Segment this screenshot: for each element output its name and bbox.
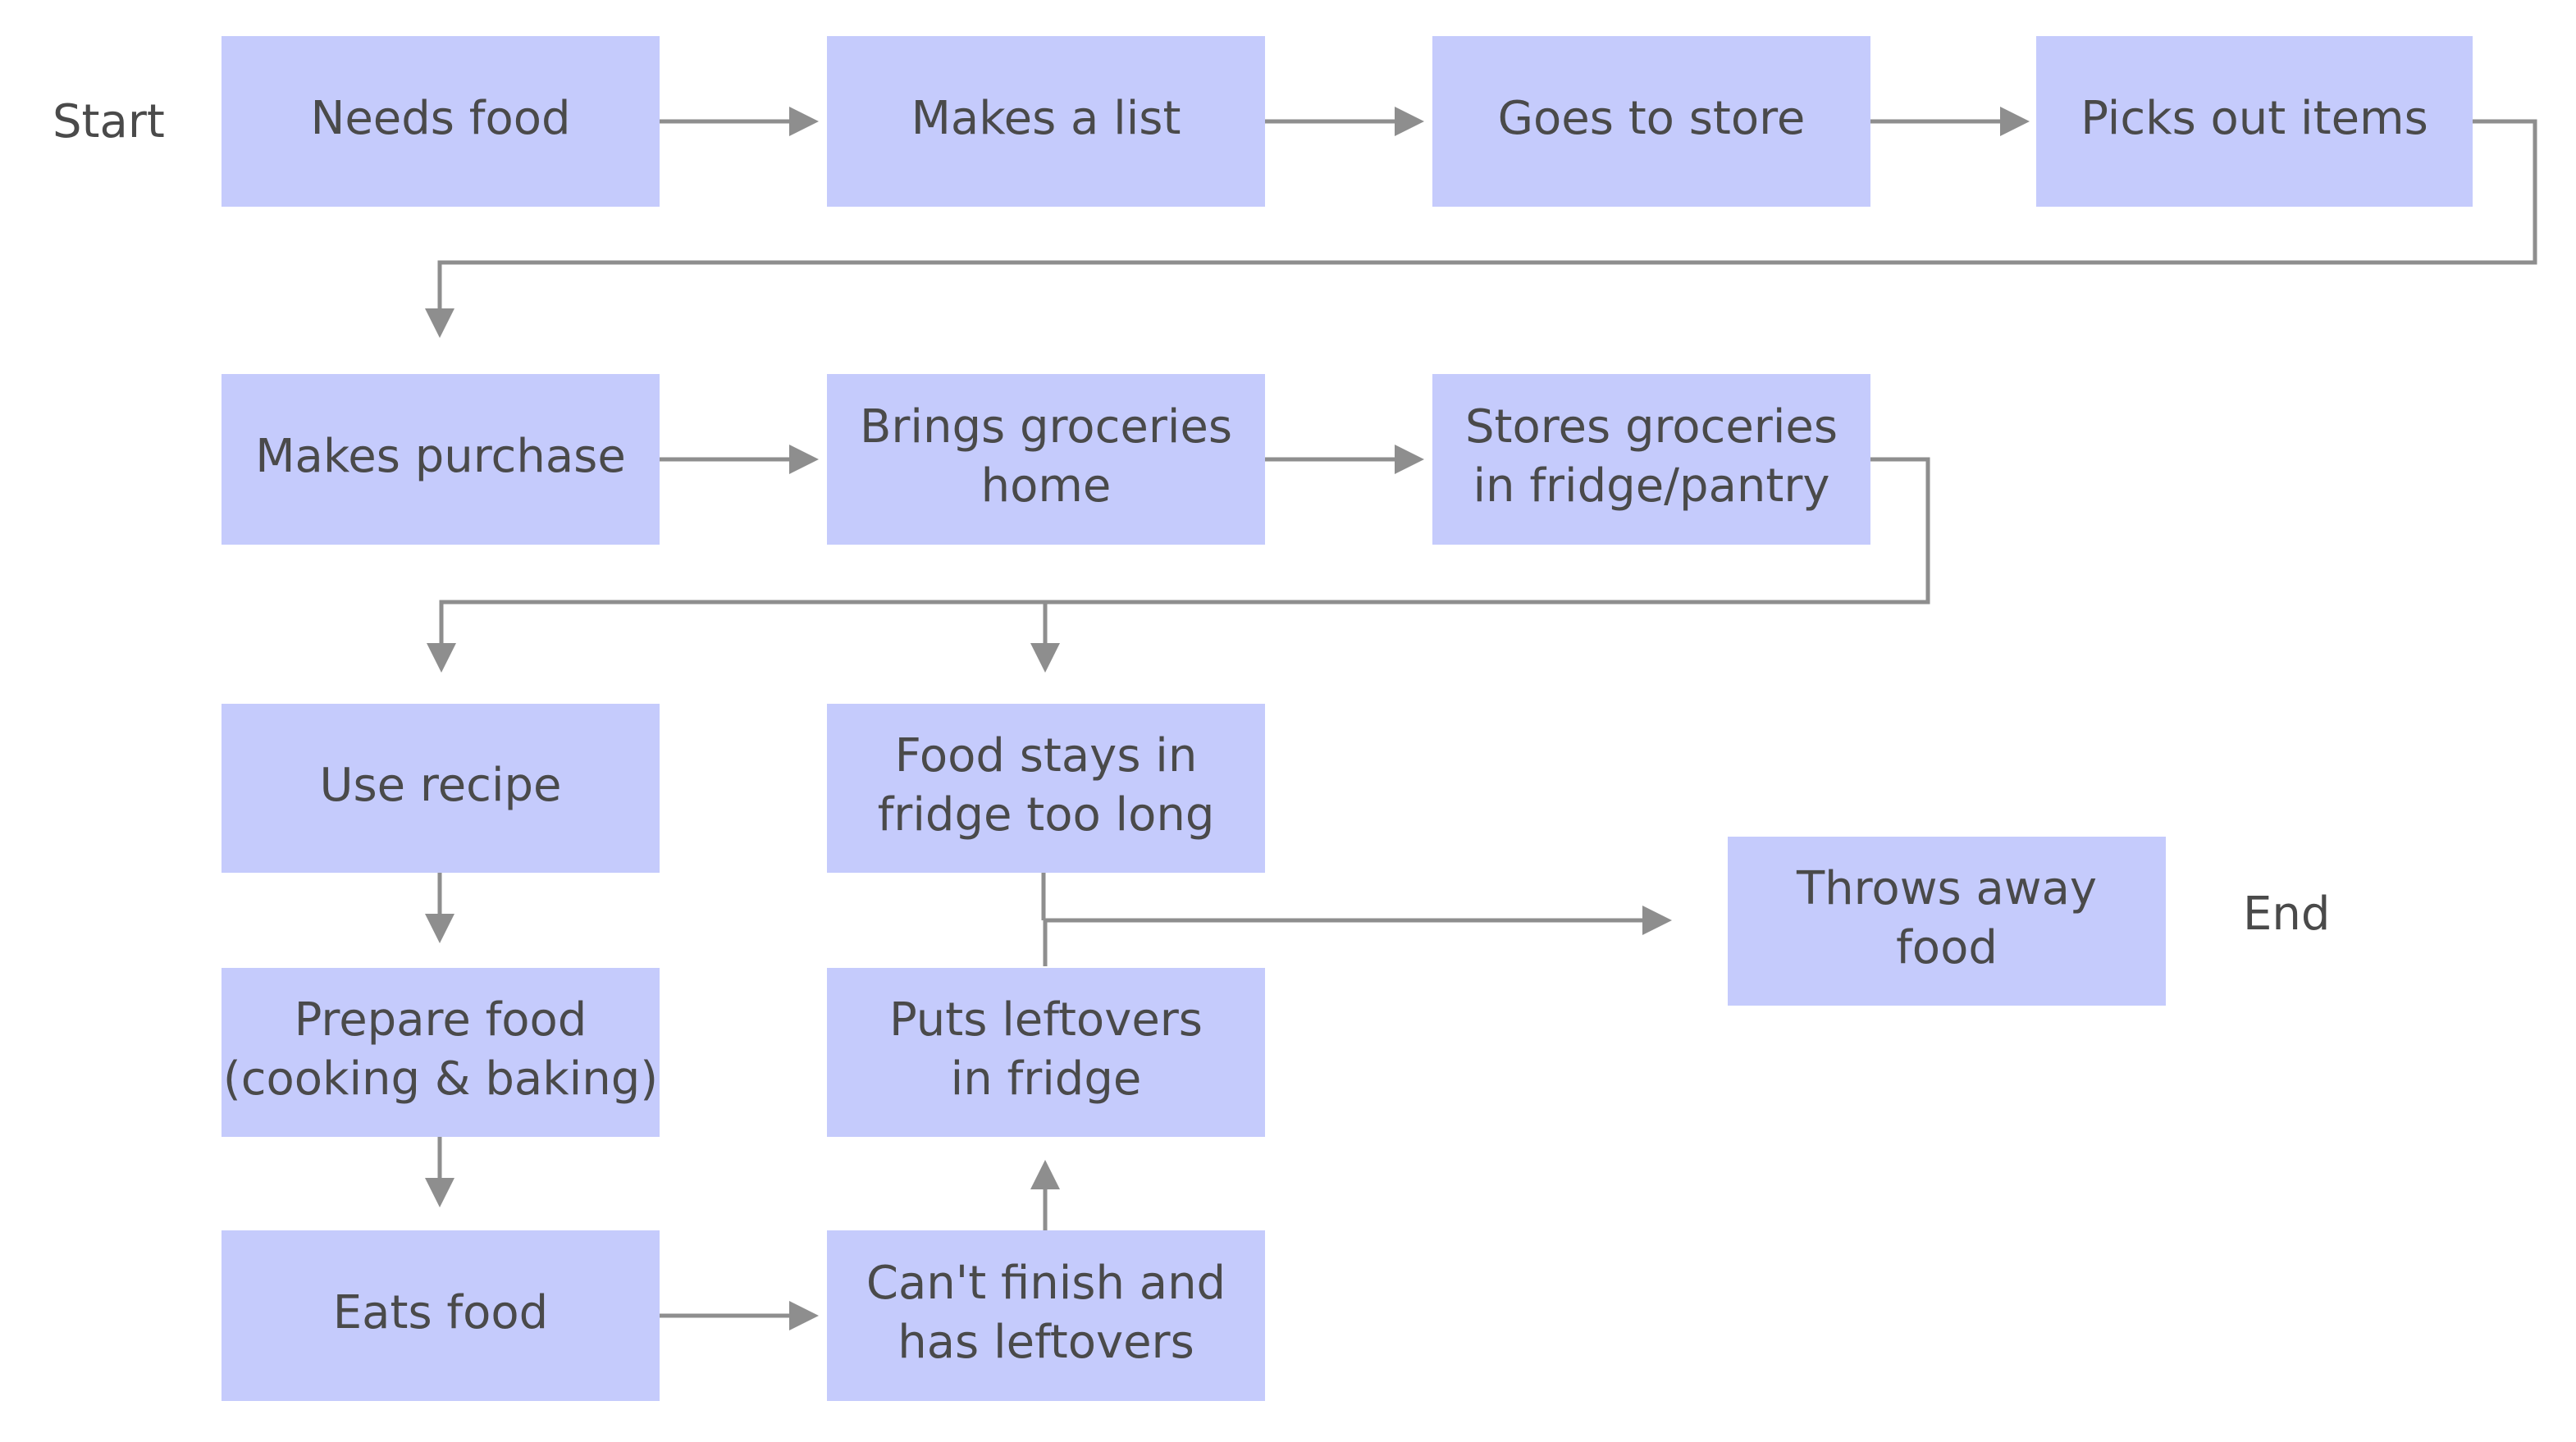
arrowhead (1395, 107, 1424, 136)
edges (425, 107, 2537, 1330)
node-label-line: Brings groceries (860, 400, 1232, 454)
arrowhead (789, 1301, 819, 1330)
node-label-line: Needs food (310, 92, 570, 145)
node-label: Use recipe (319, 759, 561, 812)
arrowhead (1030, 643, 1060, 673)
node-label-line: Can't finish and (866, 1257, 1226, 1310)
node-label-line: Eats food (333, 1286, 548, 1339)
node-label-line: Puts leftovers (889, 993, 1203, 1047)
node-label-line: Picks out items (2080, 92, 2428, 145)
node-label-line: fridge too long (878, 788, 1215, 842)
node-needs-food: Needs food (222, 36, 660, 207)
end-label: End (2243, 888, 2330, 941)
edge-picks-out-items-to-makes-purchase (437, 119, 2537, 308)
node-label: Goes to store (1498, 92, 1806, 145)
node-goes-to-store: Goes to store (1432, 36, 1870, 207)
node-label-line: Makes purchase (255, 430, 626, 483)
node-label-line: Use recipe (319, 759, 561, 812)
node-label-line: Throws away (1796, 862, 2097, 915)
arrowhead (789, 445, 819, 474)
node-label-line: Stores groceries (1465, 400, 1838, 454)
node-label: Can't finish and has leftovers (866, 1257, 1226, 1369)
arrowhead (425, 1178, 454, 1207)
node-picks-out-items: Picks out items (2036, 36, 2473, 207)
node-makes-a-list: Makes a list (827, 36, 1265, 207)
node-label-line: has leftovers (897, 1316, 1194, 1369)
node-cant-finish-and-has-leftovers: Can't finish and has leftovers (827, 1230, 1265, 1401)
arrowhead (2000, 107, 2030, 136)
node-prepare-food: Prepare food(cooking & baking) (222, 968, 660, 1137)
node-label-line: Food stays in (895, 729, 1198, 783)
arrowhead (425, 914, 454, 943)
arrowhead (425, 308, 454, 338)
node-label: Eats food (333, 1286, 548, 1339)
edge-stores-groceries-split (439, 457, 1930, 643)
node-label: Needs food (310, 92, 570, 145)
node-label-line: in fridge (951, 1052, 1142, 1106)
arrowhead (789, 107, 819, 136)
node-label-line: food (1896, 921, 1998, 974)
node-makes-purchase: Makes purchase (222, 374, 660, 545)
node-label: Picks out items (2080, 92, 2428, 145)
node-eats-food: Eats food (222, 1230, 660, 1401)
node-label-line: Goes to store (1498, 92, 1806, 145)
node-label-line: (cooking & baking) (223, 1052, 658, 1106)
arrowhead (1642, 906, 1672, 935)
node-use-recipe: Use recipe (222, 704, 660, 873)
arrowhead (427, 643, 456, 673)
start-label: Start (53, 95, 165, 148)
node-label: Throws away food (1796, 862, 2097, 974)
node-label-line: Prepare food (295, 993, 587, 1047)
node-throws-away-food: Throws away food (1728, 837, 2166, 1006)
node-label-line: Makes a list (911, 92, 1181, 145)
arrowhead (1395, 445, 1424, 474)
node-label-line: in fridge/pantry (1473, 459, 1829, 513)
arrowhead (1030, 1160, 1060, 1189)
node-label-line: home (981, 459, 1112, 513)
node-label: Prepare food(cooking & baking) (223, 993, 658, 1106)
node-label: Makes a list (911, 92, 1181, 145)
node-label: Makes purchase (255, 430, 626, 483)
